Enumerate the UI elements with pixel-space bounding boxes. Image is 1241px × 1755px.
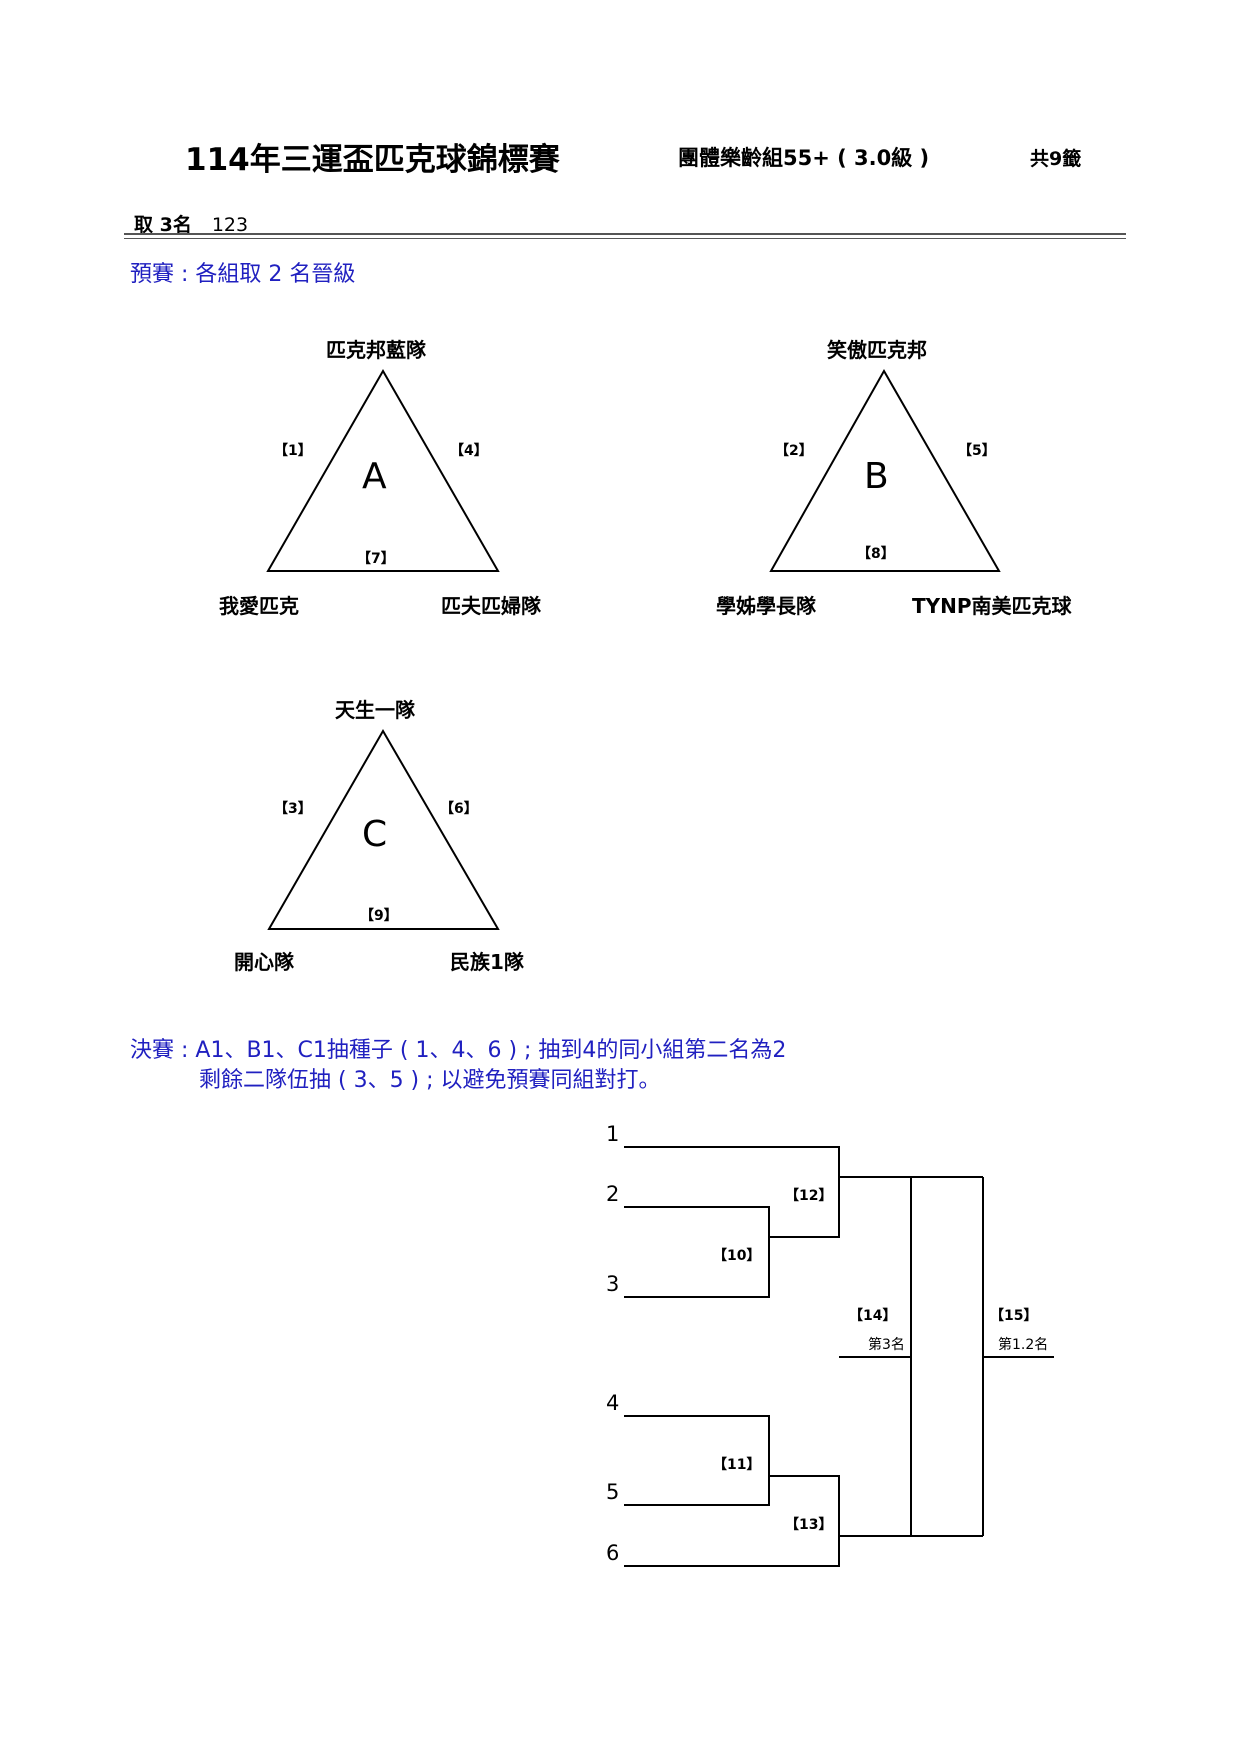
bracket-match-12: 【12】 [785,1188,833,1204]
group-a-left-team: 我愛匹克 [219,594,299,618]
bracket-seed-6: 6 [606,1541,620,1565]
group-b-letter: B [864,456,889,497]
bracket-seed-4: 4 [606,1391,620,1415]
group-b-right-match: 【5】 [958,443,996,459]
group-c-left-team: 開心隊 [234,950,294,974]
group-c-right-team: 民族1隊 [450,950,524,974]
bracket-seed-2: 2 [606,1182,620,1206]
finals-note-line1: 決賽 : A1、B1、C1抽種子 ( 1、4、6 ) ; 抽到4的同小組第二名為… [130,1038,787,1063]
group-a-bottom-match: 【7】 [357,551,395,567]
bracket-line-seed2 [624,1206,770,1298]
group-c-letter: C [362,814,388,855]
group-c-triangle [267,729,500,930]
header-rule-bottom [124,238,1126,239]
division-label: 團體樂齡組55+ ( 3.0級 ) [678,146,930,170]
take-places: 取 3名 123 [134,210,248,237]
header-rule-top [124,233,1126,235]
finals-note-line2: 剩餘二隊伍抽 ( 3、5 ) ; 以避免預賽同組對打。 [199,1068,661,1093]
group-a-triangle [266,368,500,572]
bracket-seed-5: 5 [606,1480,620,1504]
bracket-line-seed1 [624,1146,840,1238]
draw-count: 共9籤 [1030,148,1082,170]
take-value: 123 [211,214,249,236]
bracket-match-14: 【14】 [849,1308,897,1324]
bracket-line-seed6 [624,1475,840,1567]
group-b-left-match: 【2】 [775,443,813,459]
group-a-top-team: 匹克邦藍隊 [326,338,426,362]
take-label: 取 3名 [134,214,192,236]
bracket-match-11: 【11】 [713,1457,761,1473]
page-title: 114年三運盃匹克球錦標賽 [185,142,560,178]
group-c-left-match: 【3】 [274,801,312,817]
group-b-right-team: TYNP南美匹克球 [912,594,1072,618]
third-place-label: 第3名 [868,1337,905,1353]
group-a-right-match: 【4】 [450,443,488,459]
group-b-bottom-match: 【8】 [857,546,895,562]
group-c-right-match: 【6】 [440,801,478,817]
bracket-seed-1: 1 [606,1122,620,1146]
group-b-top-team: 笑傲匹克邦 [827,338,927,362]
bracket-seed-3: 3 [606,1272,620,1296]
bracket-match-13: 【13】 [785,1517,833,1533]
group-b-triangle [769,368,1001,572]
group-a-letter: A [362,456,387,497]
bracket-match-15: 【15】 [990,1308,1038,1324]
first-second-label: 第1.2名 [998,1337,1049,1353]
group-c-top-team: 天生一隊 [335,698,415,722]
group-a-right-team: 匹夫匹婦隊 [441,594,541,618]
group-b-left-team: 學姊學長隊 [716,594,816,618]
bracket-line-seed4 [624,1415,770,1506]
group-c-bottom-match: 【9】 [360,908,398,924]
prelim-note: 預賽 : 各組取 2 名晉級 [130,262,356,287]
bracket-match-10: 【10】 [713,1248,761,1264]
group-a-left-match: 【1】 [274,443,312,459]
